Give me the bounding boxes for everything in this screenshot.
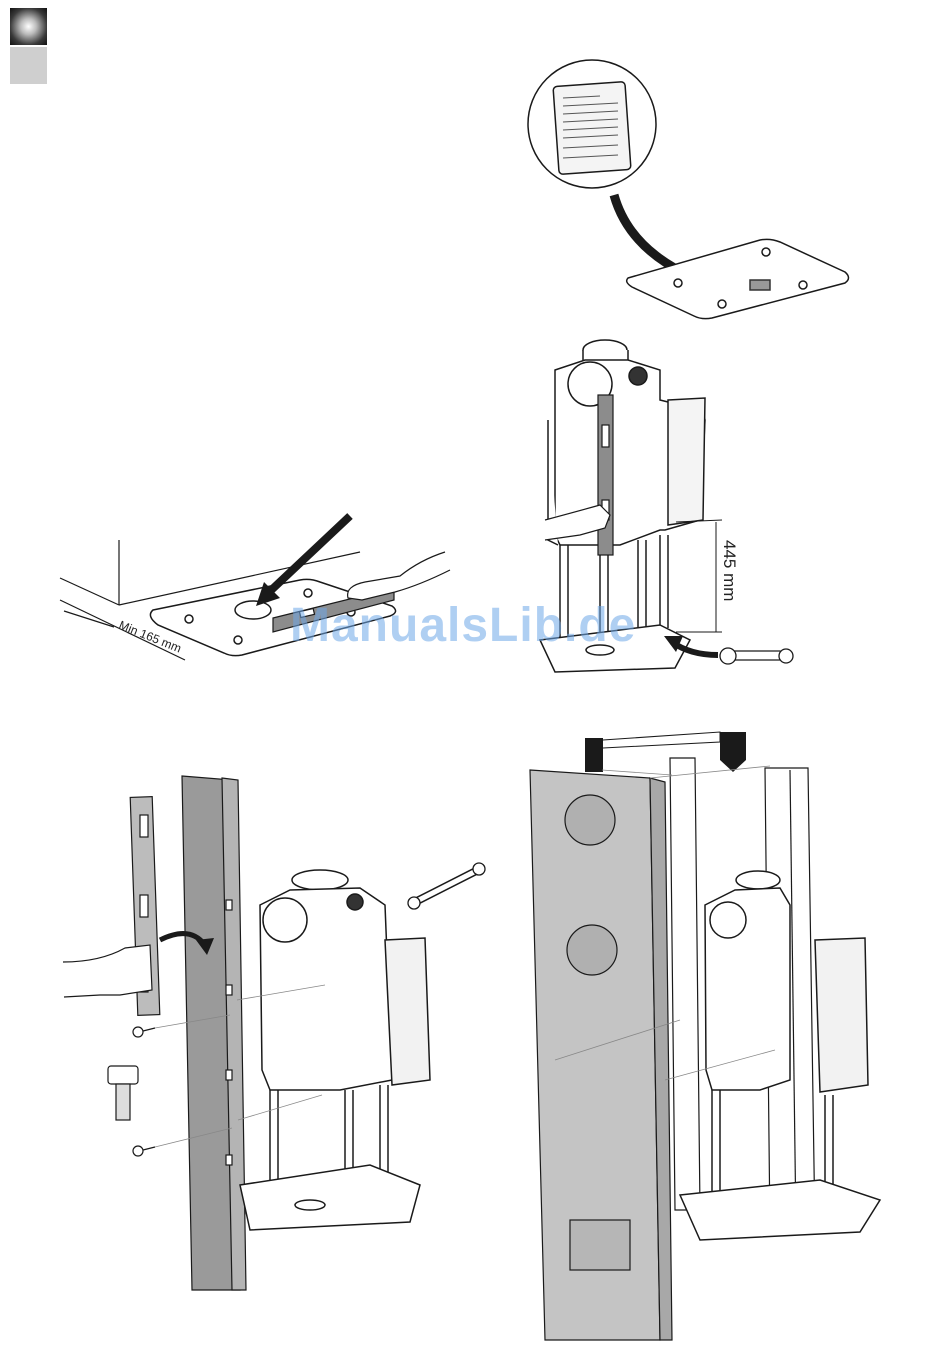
front-panel-grey [530,770,672,1340]
rating-plate-detail [528,60,656,188]
wrench-icon [720,648,793,664]
top-cover-arrow [585,732,746,772]
bolt-icon [108,1066,138,1120]
dimension-445 [676,520,722,632]
watermark: ManualsLib.de [290,598,636,653]
unit-panel-right [680,871,880,1240]
hand-panel [63,945,152,997]
unit-panel-left [240,870,430,1230]
hand-floor [348,552,450,600]
height-dimension-label: 445 mm [720,540,739,601]
side-panel-dark [182,776,246,1290]
base-plate-top [627,239,849,318]
spirit-level-vertical [598,395,613,555]
screw-small [133,1027,155,1156]
wrench-icon-small [408,863,485,909]
